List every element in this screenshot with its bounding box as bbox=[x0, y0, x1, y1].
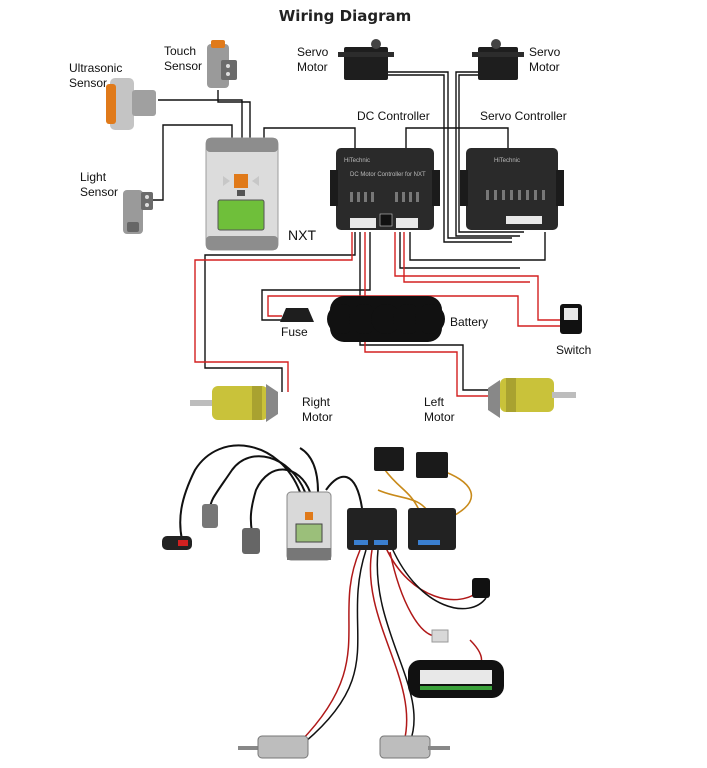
switch-label: Switch bbox=[556, 343, 591, 357]
dc-controller: HiTechnic DC Motor Controller for NXT bbox=[330, 148, 440, 230]
servo-controller-label: Servo Controller bbox=[480, 109, 567, 123]
battery bbox=[327, 296, 445, 342]
fuse bbox=[280, 308, 314, 322]
left-motor-label-1: Left bbox=[424, 395, 445, 409]
wire-servo2 bbox=[455, 71, 520, 237]
diagram-title: Wiring Diagram bbox=[279, 7, 411, 25]
servo-motor-left-label-2: Motor bbox=[297, 60, 328, 74]
wire-dc-black2 bbox=[399, 232, 520, 269]
touch-sensor-label-2: Sensor bbox=[164, 59, 202, 73]
wire-right-motor-red bbox=[194, 232, 353, 392]
servo-motor-right-label-1: Servo bbox=[529, 45, 561, 59]
servo-controller: HiTechnic bbox=[460, 148, 564, 230]
wire-battery-pos bbox=[394, 232, 560, 321]
wire-servo2b bbox=[458, 74, 524, 233]
switch bbox=[560, 304, 582, 334]
light-sensor-label-2: Sensor bbox=[80, 185, 118, 199]
wire-dc-red-supply bbox=[403, 232, 530, 283]
servo-motor-right-label-2: Motor bbox=[529, 60, 560, 74]
servo-motor-left-label-1: Servo bbox=[297, 45, 329, 59]
right-motor bbox=[190, 384, 278, 422]
light-sensor bbox=[123, 190, 153, 234]
servo-motor-left bbox=[338, 39, 394, 80]
light-sensor-label-1: Light bbox=[80, 170, 107, 184]
nxt-brick bbox=[205, 137, 279, 251]
touch-sensor-label-1: Touch bbox=[164, 44, 196, 58]
wire-battery-neg bbox=[261, 232, 371, 321]
servo-controller-brand: HiTechnic bbox=[494, 158, 520, 164]
wire-light-nxt bbox=[148, 124, 233, 201]
wire-dc-black1 bbox=[409, 232, 546, 261]
right-motor-label-1: Right bbox=[302, 395, 331, 409]
touch-sensor bbox=[207, 40, 237, 88]
right-motor-label-2: Motor bbox=[302, 410, 333, 424]
photo-assembly bbox=[162, 444, 504, 759]
nxt-label: NXT bbox=[288, 227, 316, 243]
ultrasonic-sensor-label-2: Sensor bbox=[69, 76, 107, 90]
dc-controller-label: DC Controller bbox=[357, 109, 430, 123]
left-motor bbox=[488, 378, 576, 418]
ultrasonic-sensor-label-1: Ultrasonic bbox=[69, 61, 122, 75]
left-motor-label-2: Motor bbox=[424, 410, 455, 424]
wire-servo1b bbox=[388, 71, 512, 239]
wire-servo1 bbox=[388, 74, 512, 243]
wire-nxt-dc bbox=[263, 127, 356, 148]
wire-dc-servo bbox=[405, 127, 509, 148]
black-wires bbox=[148, 71, 546, 392]
ultrasonic-sensor bbox=[106, 78, 156, 130]
wire-ultrasonic-nxt bbox=[158, 99, 243, 140]
servo-motor-right bbox=[472, 39, 524, 80]
wire-touch-nxt bbox=[217, 90, 251, 140]
dc-controller-brand: HiTechnic bbox=[344, 158, 370, 164]
battery-label: Battery bbox=[450, 315, 488, 329]
wire-right-motor-black bbox=[204, 232, 356, 392]
dc-controller-model: DC Motor Controller for NXT bbox=[350, 172, 426, 178]
fuse-label: Fuse bbox=[281, 325, 308, 339]
